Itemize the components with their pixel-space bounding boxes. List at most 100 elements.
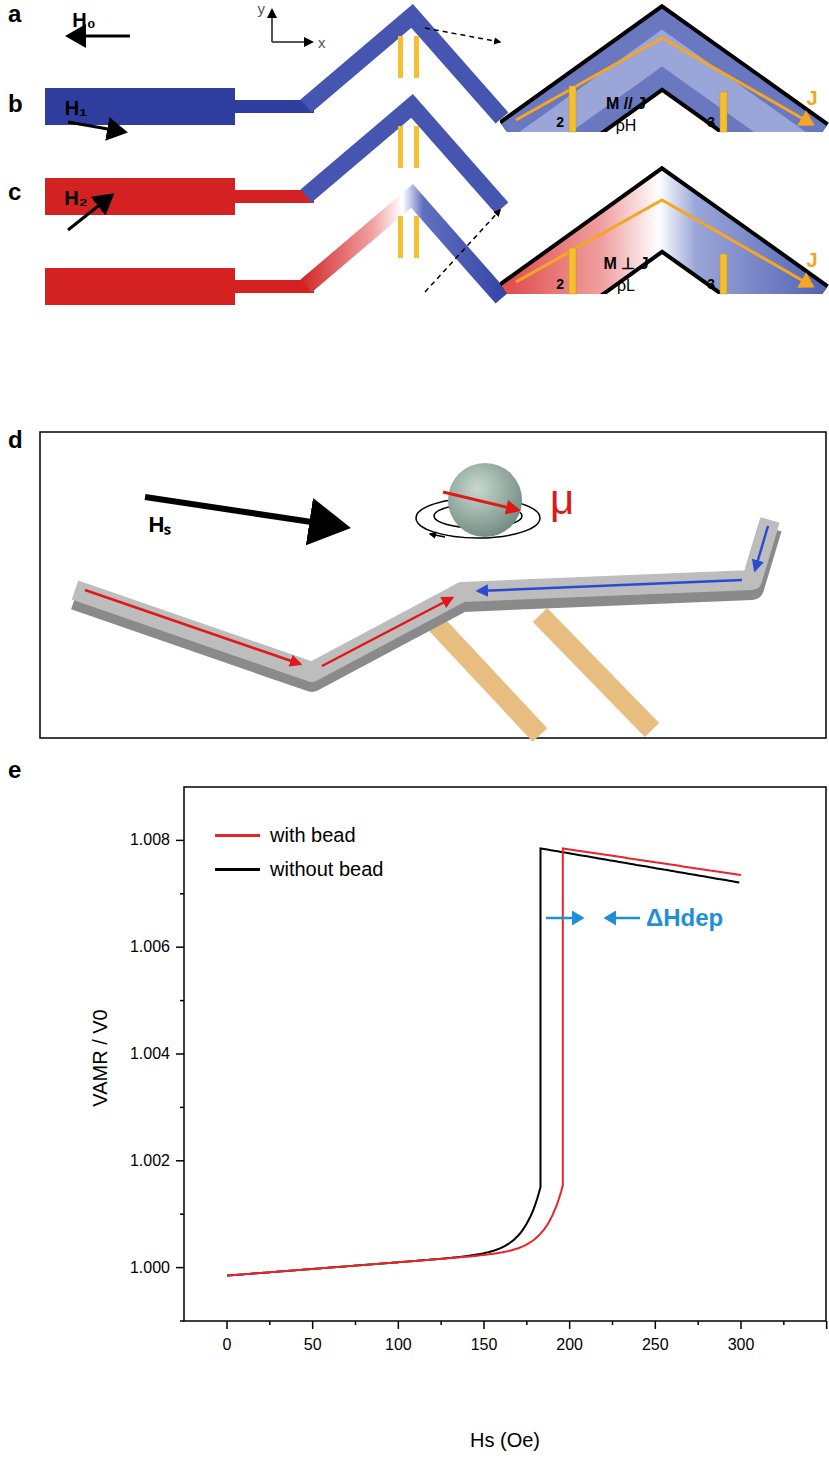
plot-frame [184, 787, 826, 1321]
polyline-shape [520, 48, 808, 132]
panel-letter: a [8, 2, 21, 26]
contact-number: 2 [556, 277, 564, 291]
rect-shape [45, 88, 235, 125]
line-shape [269, 1321, 271, 1325]
magnetic-bead [448, 463, 522, 537]
current-arrows [516, 38, 812, 286]
contact-leads [425, 612, 652, 735]
polyline-shape [520, 210, 808, 294]
line-shape [440, 1321, 442, 1325]
state-label: M ⊥ J [603, 256, 648, 272]
axis-letter: y [258, 1, 266, 16]
line-shape [180, 1213, 184, 1215]
curve-without-bead [227, 848, 739, 1275]
rect-shape [398, 126, 403, 168]
line-shape [176, 946, 184, 948]
tick-label: 300 [728, 1337, 755, 1353]
line-shape [540, 615, 652, 730]
rect-shape [414, 36, 419, 78]
field-label: Hₛ [149, 514, 172, 536]
line-shape [176, 1160, 184, 1162]
delta-arrows [546, 917, 640, 920]
rect-shape [414, 126, 419, 168]
line-shape [176, 840, 184, 842]
line-shape [355, 1321, 357, 1325]
bead-moment [443, 492, 518, 510]
line-shape [755, 526, 768, 570]
line-shape [655, 1321, 657, 1329]
dashed-pointers [425, 28, 500, 292]
rect-shape [45, 178, 235, 215]
rect-shape [234, 280, 314, 293]
inset-a [520, 48, 808, 132]
line-shape [526, 1321, 528, 1325]
legend-text: with bead [270, 825, 356, 845]
line-shape [783, 1321, 785, 1325]
line-shape [272, 41, 312, 43]
wire-3d [75, 520, 770, 680]
resistivity-label: ρH [616, 118, 637, 134]
polyline-shape [516, 200, 812, 286]
tick-label: 250 [642, 1337, 669, 1353]
nanowire-a [45, 16, 502, 125]
contact-number: 3 [707, 277, 715, 291]
rect-shape [398, 216, 403, 258]
nanowire-b [45, 106, 502, 215]
legend-text: without bead [270, 859, 383, 879]
line-shape [430, 534, 445, 537]
tick-label: 1.004 [130, 1046, 170, 1062]
panel-frame [40, 432, 826, 738]
line-shape [425, 210, 500, 292]
line-shape [176, 1267, 184, 1269]
line-shape [425, 612, 540, 735]
tick-label: 0 [223, 1337, 232, 1353]
legend-swatch [215, 868, 260, 871]
line-shape [612, 1321, 614, 1325]
contact-pads-small [398, 36, 419, 258]
tick-label: 1.002 [130, 1153, 170, 1169]
panel-letter: d [8, 428, 23, 452]
rect-shape [569, 248, 576, 294]
polyline-shape [520, 48, 808, 132]
line-shape [478, 580, 742, 591]
current-label: J [806, 250, 817, 270]
rect-shape [414, 216, 419, 258]
moment-label: μ [550, 479, 574, 521]
line-shape [322, 598, 452, 666]
line-shape [398, 1321, 400, 1329]
rect-shape [569, 86, 576, 132]
tick-label: 150 [471, 1337, 498, 1353]
tick-label: 1.006 [130, 939, 170, 955]
line-shape [180, 1107, 184, 1109]
line-shape [312, 1321, 314, 1329]
line-shape [569, 1321, 571, 1329]
panel-letter: b [8, 92, 23, 116]
contact-number: 3 [707, 115, 715, 129]
panel-letter: e [8, 758, 21, 782]
axis-title: Hs (Oe) [470, 1430, 540, 1450]
line-shape [697, 1321, 699, 1325]
tick-label: 100 [385, 1337, 412, 1353]
axis-letter: x [318, 35, 326, 50]
field-label: H₁ [65, 98, 88, 118]
line-shape [176, 1053, 184, 1055]
magnetization-arrows [85, 526, 768, 666]
tick-label: 50 [304, 1337, 322, 1353]
polyline-shape [520, 210, 808, 294]
tick-label: 1.000 [130, 1260, 170, 1276]
rect-shape [45, 268, 235, 305]
delta-label: ΔHdep [646, 906, 723, 930]
polyline-shape [520, 48, 808, 132]
line-shape [826, 1321, 828, 1329]
line-shape [180, 1320, 184, 1322]
polyline-shape [516, 38, 812, 124]
line-shape [180, 1000, 184, 1002]
field-arrow [145, 497, 345, 527]
contact-number: 2 [556, 115, 564, 129]
contact-bars [569, 86, 727, 294]
line-shape [483, 1321, 485, 1329]
tick-label: 200 [556, 1337, 583, 1353]
curve-with-bead [227, 848, 741, 1275]
